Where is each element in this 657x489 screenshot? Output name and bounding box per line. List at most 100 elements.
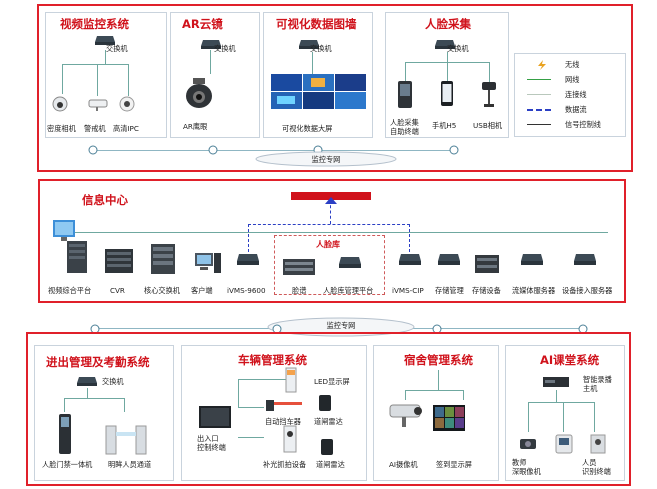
legend-label-3: 连接线: [565, 90, 587, 99]
legend-thin-line: [527, 94, 551, 95]
mid-device-3: 核心交换机: [144, 286, 180, 295]
legend-label-1: 无线: [565, 60, 580, 69]
face-terminal-icon: [395, 80, 415, 110]
access-title: 进出管理及考勤系统: [46, 355, 150, 369]
face-terminal-icon: [57, 413, 73, 455]
ar-switch-label: 交换机: [214, 44, 236, 53]
face-device-1: 人脸采集 自助终端: [390, 118, 419, 136]
switch-icon: [437, 252, 461, 266]
ptz-camera-icon: [183, 76, 215, 110]
wifi-icon: [208, 145, 218, 155]
video-panel: [45, 12, 167, 138]
usb-camera-icon: [480, 80, 498, 110]
barrier-gate-icon: [266, 396, 302, 412]
mid-device-1: 视频综合平台: [48, 286, 92, 295]
access-switch-label: 交换机: [102, 377, 124, 386]
video-device-2: 警戒机: [84, 124, 106, 133]
phone-icon: [440, 80, 454, 108]
info-center-title: 信息中心: [82, 193, 128, 207]
ai-camera-icon: [384, 402, 426, 432]
mid-device-11: 流媒体服务器: [512, 286, 556, 295]
legend-dark-line: [527, 124, 551, 125]
checkin-screen-icon: [432, 404, 466, 432]
switch-icon: [520, 252, 544, 266]
classroom-device-icon: [554, 433, 574, 455]
face-lib-box: [274, 235, 385, 295]
legend-panel: [514, 53, 626, 137]
access-device-2: 明眸人员通道: [108, 460, 152, 469]
mid-device-2: CVR: [110, 286, 125, 295]
mid-device-7: 人脸库管理平台: [323, 286, 374, 295]
viz-switch-label: 交换机: [310, 44, 332, 53]
classroom-host-label: 智能录播 主机: [583, 375, 612, 393]
face-switch-label: 交换机: [447, 44, 469, 53]
bottom-network-label: 监控专网: [326, 321, 356, 330]
middle-band: [38, 179, 626, 303]
dorm-device-2: 签到显示屏: [436, 460, 472, 469]
ar-device: AR鹰眼: [183, 122, 208, 131]
bottom-band: [26, 332, 631, 486]
video-device-3: 高清IPC: [113, 124, 139, 133]
classroom-device-3: 人员 识别终端: [582, 458, 611, 476]
ar-panel: [170, 12, 260, 138]
face-lib-label: 人脸库: [316, 240, 340, 249]
wifi-icon: [449, 145, 459, 155]
legend-label-2: 网线: [565, 75, 580, 84]
mid-device-5: iVMS-9600: [227, 286, 266, 295]
radar-icon: [320, 438, 334, 456]
switch-icon: [200, 38, 222, 50]
ar-title: AR云镜: [182, 17, 223, 31]
classroom-panel: [505, 345, 625, 481]
top-network-label: 监控专网: [311, 155, 341, 164]
vehicle-device-6: 道闸雷达: [316, 460, 345, 469]
radar-icon: [318, 394, 332, 412]
face-title: 人脸采集: [425, 17, 471, 31]
mid-device-12: 设备接入服务器: [562, 286, 613, 295]
turnstile-icon: [104, 420, 148, 456]
legend-green-line: [527, 79, 551, 80]
core-switch-icon: [150, 243, 176, 275]
teacher-camera-icon: [517, 433, 539, 455]
mid-device-8: iVMS-CIP: [392, 286, 424, 295]
viz-title: 可视化数据图墙: [276, 17, 357, 31]
network-cloud-icon: [254, 150, 398, 168]
legend-label-4: 数据流: [565, 105, 587, 114]
storage-icon: [474, 254, 500, 274]
mid-device-6: 脸谱: [292, 286, 307, 295]
video-device-1: 密度相机: [47, 124, 76, 133]
switch-icon: [94, 34, 116, 46]
vehicle-device-2: 自动挡车器: [265, 417, 301, 426]
vehicle-title: 车辆管理系统: [238, 353, 307, 367]
top-band: [37, 4, 633, 172]
video-switch-label: 交换机: [106, 44, 128, 53]
fill-light-camera-icon: [281, 425, 299, 455]
legend-dashed-line: [527, 109, 551, 111]
vehicle-device-4: 出入口 控制终端: [197, 434, 226, 452]
mid-device-4: 客户端: [191, 286, 213, 295]
recognition-terminal-icon: [588, 433, 608, 455]
vehicle-device-3: 道闸雷达: [314, 417, 343, 426]
classroom-device-1: 教师 深眼像机: [512, 458, 541, 476]
mid-device-9: 存储管理: [435, 286, 464, 295]
wifi-icon: [88, 145, 98, 155]
led-screen-icon: [284, 367, 298, 393]
face-server-icon: [282, 258, 316, 276]
data-banner: [291, 192, 371, 200]
hd-camera-icon: [118, 95, 136, 113]
vehicle-device-1: LED显示屏: [314, 377, 350, 386]
network-cloud-icon: [266, 316, 416, 338]
monitor-icon: [52, 219, 78, 243]
vehicle-device-5: 补光抓拍设备: [263, 460, 307, 469]
video-wall-icon: [271, 74, 367, 110]
lightning-icon: [537, 60, 547, 70]
access-device-1: 人脸门禁一体机: [42, 460, 93, 469]
server-rack-icon: [66, 240, 88, 274]
mid-device-10: 存储设备: [472, 286, 501, 295]
video-title: 视频监控系统: [60, 17, 129, 31]
legend-label-5: 信号控制线: [565, 120, 601, 129]
cvr-icon: [104, 248, 134, 274]
switch-icon: [434, 38, 456, 50]
classroom-title: AI课堂系统: [540, 353, 600, 367]
dorm-device-1: AI摄像机: [389, 460, 418, 469]
switch-icon: [573, 252, 597, 266]
